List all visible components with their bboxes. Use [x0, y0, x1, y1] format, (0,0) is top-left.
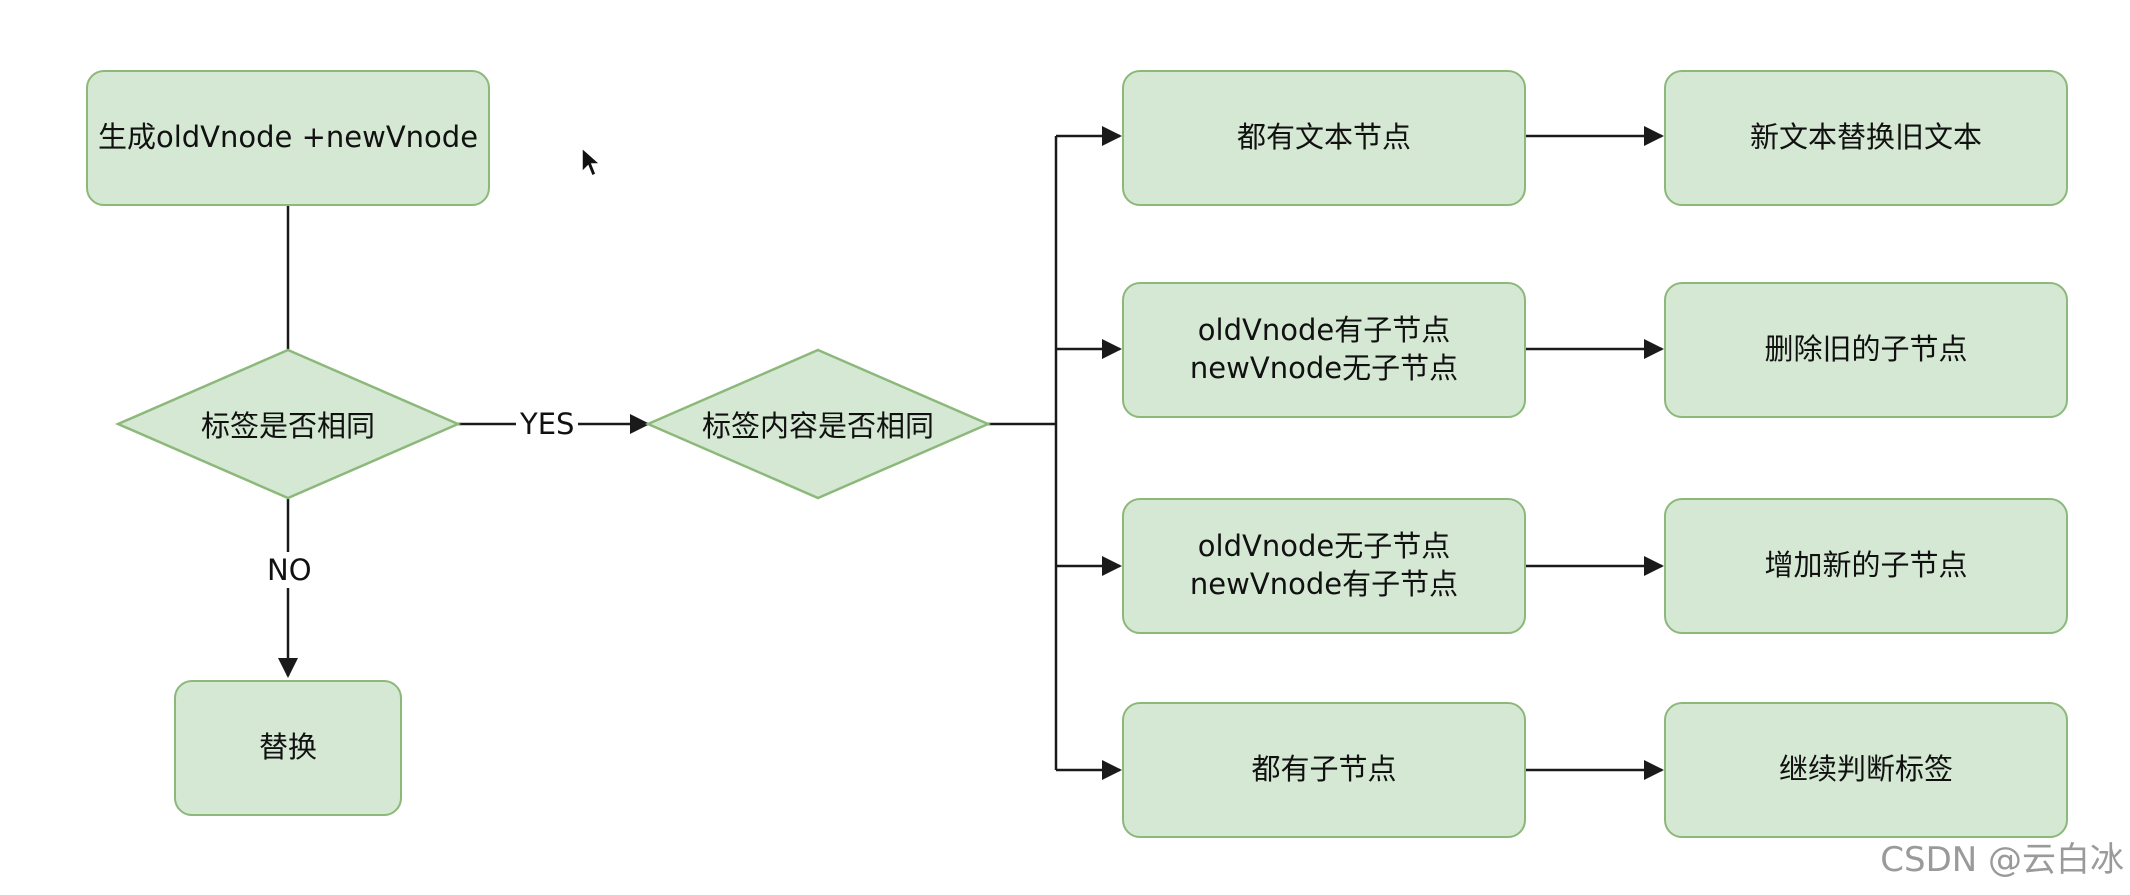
- decision-same-tag-label: 标签是否相同: [200, 409, 375, 443]
- node-delete-old-children: 删除旧的子节点: [1664, 282, 2068, 418]
- edge-label-yes: YES: [516, 406, 579, 442]
- node-both-children: 都有子节点: [1122, 702, 1526, 838]
- node-new-text-replace-old: 新文本替换旧文本: [1664, 70, 2068, 206]
- node-old-no-children: oldVnode无子节点 newVnode有子节点: [1122, 498, 1526, 634]
- node-add-new-children: 增加新的子节点: [1664, 498, 2068, 634]
- node-replace: 替换: [174, 680, 402, 816]
- decision-same-tag-shape: [114, 348, 462, 500]
- edge-label-no: NO: [263, 552, 316, 588]
- decision-same-content-label: 标签内容是否相同: [701, 409, 934, 443]
- node-generate-vnodes: 生成oldVnode +newVnode: [86, 70, 490, 206]
- decision-same-content-shape: [644, 348, 992, 500]
- node-continue-compare: 继续判断标签: [1664, 702, 2068, 838]
- mouse-cursor-icon: [581, 146, 602, 178]
- node-old-has-children: oldVnode有子节点 newVnode无子节点: [1122, 282, 1526, 418]
- node-both-text: 都有文本节点: [1122, 70, 1526, 206]
- watermark: CSDN @云白冰: [1880, 840, 2124, 880]
